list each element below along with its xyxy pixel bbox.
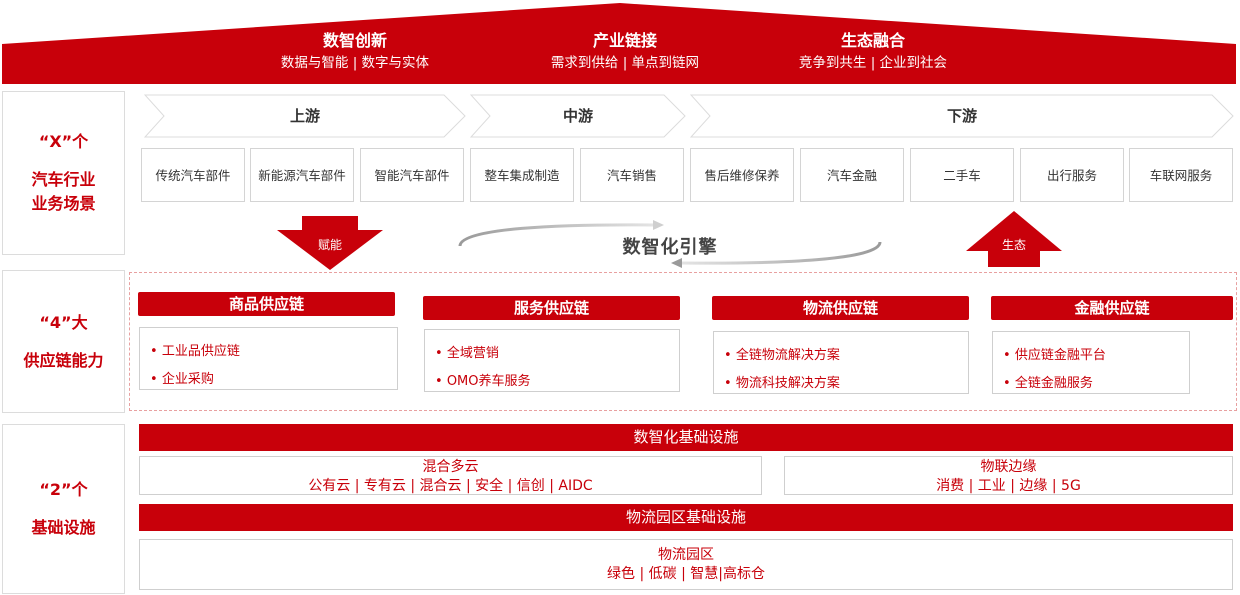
- up-arrow-label: 生态: [1001, 238, 1026, 252]
- logistics-park-bar: 物流园区基础设施: [139, 504, 1233, 531]
- list-item: 企业采购: [150, 366, 397, 394]
- supply-chain-title: 金融供应链: [991, 296, 1233, 320]
- digital-infra-bar: 数智化基础设施: [139, 424, 1233, 451]
- stage-label: 下游: [946, 107, 977, 125]
- panel-quote: “2”个: [39, 480, 88, 499]
- iot-edge-box: 物联边缘 消费 | 工业 | 边缘 | 5G: [784, 456, 1233, 495]
- roof-subtitle: 数据与智能 | 数字与实体: [280, 55, 430, 71]
- down-arrow-icon: [277, 216, 383, 270]
- up-arrow-icon: [966, 211, 1062, 267]
- roof-subtitle: 需求到供给 | 单点到链网: [550, 55, 700, 71]
- scene-after-sales: 售后维修保养: [690, 148, 794, 202]
- panel-label: 供应链能力: [23, 350, 104, 370]
- stage-midstream: 中游: [470, 94, 686, 138]
- list-item: OMO养车服务: [435, 368, 679, 396]
- hybrid-cloud-title: 混合多云: [422, 459, 479, 475]
- logistics-park-box: 物流园区 绿色 | 低碳 | 智慧|高标仓: [139, 539, 1233, 590]
- scene-mobility: 出行服务: [1020, 148, 1124, 202]
- panel-quote: “X”个: [38, 132, 89, 151]
- roof-subtitle: 竞争到共生 | 企业到社会: [798, 55, 948, 71]
- left-panel-capabilities: “4”大 供应链能力: [2, 270, 125, 413]
- scene-auto-sales: 汽车销售: [580, 148, 684, 202]
- roof-title: 生态融合: [840, 31, 905, 50]
- panel-label: 汽车行业: [31, 170, 96, 189]
- hybrid-cloud-items: 公有云 | 专有云 | 混合云 | 安全 | 信创 | AIDC: [308, 478, 593, 494]
- scene-vehicle-manufacturing: 整车集成制造: [470, 148, 574, 202]
- roof-title: 产业链接: [592, 31, 657, 50]
- list-item: 全链物流解决方案: [724, 342, 968, 370]
- roof-banner: [2, 3, 1236, 84]
- list-item: 全域营销: [435, 340, 679, 368]
- supply-chain-title: 商品供应链: [138, 292, 395, 316]
- list-item: 供应链金融平台: [1003, 342, 1189, 370]
- panel-quote: “4”大: [39, 312, 88, 332]
- down-arrow-label: 赋能: [317, 238, 342, 252]
- stage-upstream: 上游: [144, 94, 466, 138]
- left-panel-infrastructure: “2”个 基础设施: [2, 424, 125, 594]
- scene-auto-finance: 汽车金融: [800, 148, 904, 202]
- panel-label: 基础设施: [31, 518, 96, 537]
- roof-title: 数智创新: [322, 31, 387, 50]
- supply-chain-card: 全域营销 OMO养车服务: [424, 329, 680, 392]
- scene-used-car: 二手车: [910, 148, 1014, 202]
- scene-nev-parts: 新能源汽车部件: [250, 148, 354, 202]
- supply-chain-frame: [129, 272, 1237, 411]
- supply-chain-title: 物流供应链: [712, 296, 969, 320]
- iot-edge-title: 物联边缘: [980, 459, 1037, 475]
- supply-chain-card: 全链物流解决方案 物流科技解决方案: [713, 331, 969, 394]
- logistics-park-title: 物流园区: [658, 547, 714, 563]
- logistics-park-items: 绿色 | 低碳 | 智慧|高标仓: [607, 566, 765, 582]
- stage-label: 中游: [562, 107, 593, 125]
- engine-label: 数智化引擎: [622, 237, 718, 258]
- roof-item-innovation: 数智创新 数据与智能 | 数字与实体: [255, 30, 455, 74]
- roof-item-connect: 产业链接 需求到供给 | 单点到链网: [525, 30, 725, 74]
- engine-loop-icon: [458, 220, 882, 268]
- stage-label: 上游: [289, 107, 320, 125]
- list-item: 工业品供应链: [150, 338, 397, 366]
- supply-chain-card: 工业品供应链 企业采购: [139, 327, 398, 390]
- scene-iov: 车联网服务: [1129, 148, 1233, 202]
- supply-chain-title: 服务供应链: [423, 296, 680, 320]
- scene-smart-parts: 智能汽车部件: [360, 148, 464, 202]
- iot-edge-items: 消费 | 工业 | 边缘 | 5G: [936, 478, 1081, 494]
- left-panel-scenarios: “X”个 汽车行业 业务场景: [2, 91, 125, 255]
- scene-traditional-parts: 传统汽车部件: [141, 148, 245, 202]
- panel-label: 业务场景: [31, 194, 96, 213]
- stage-downstream: 下游: [690, 94, 1234, 138]
- roof-item-ecosystem: 生态融合 竞争到共生 | 企业到社会: [773, 30, 973, 74]
- hybrid-cloud-box: 混合多云 公有云 | 专有云 | 混合云 | 安全 | 信创 | AIDC: [139, 456, 762, 495]
- list-item: 全链金融服务: [1003, 370, 1189, 398]
- list-item: 物流科技解决方案: [724, 370, 968, 398]
- supply-chain-card: 供应链金融平台 全链金融服务: [992, 331, 1190, 394]
